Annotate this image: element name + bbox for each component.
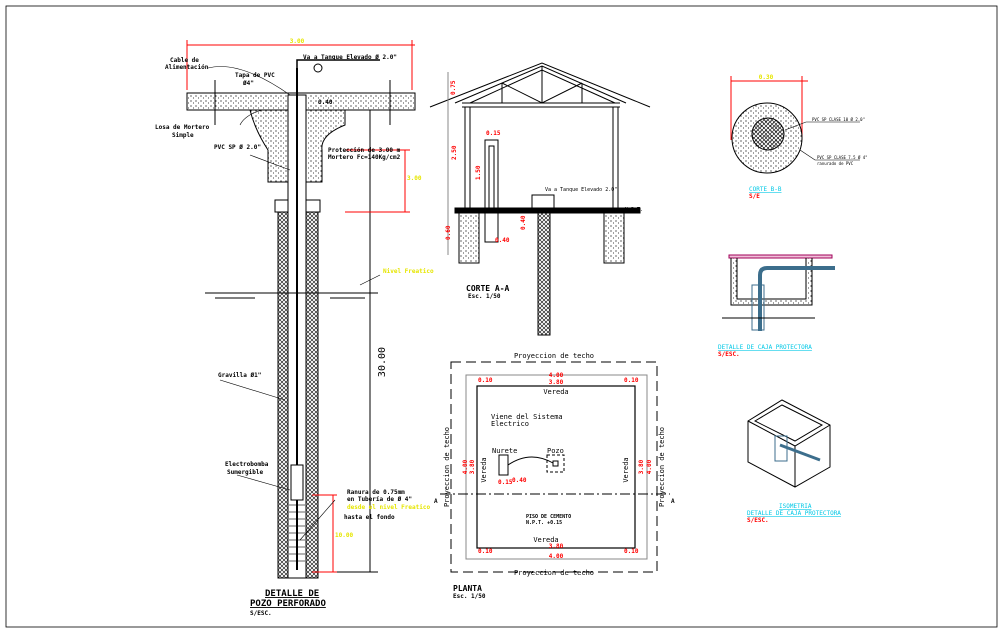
sidewalk-top: Vereda	[543, 388, 568, 396]
label-water-table: Nivel Freatico	[383, 268, 434, 275]
well-title-1: DETALLE DE	[265, 589, 319, 599]
dim-small: 0.15	[498, 479, 513, 486]
label-bb-3: ranurado de PVC	[817, 161, 854, 166]
roof-projection-right: Proyeccion de techo	[658, 427, 666, 507]
label-protection-2: Mortero Fc=140Kg/cm2	[328, 154, 401, 161]
dim-panel: 0.15	[486, 130, 501, 137]
section-bb-title: CORTE B-B	[749, 186, 782, 193]
label-slab-2: Simple	[172, 132, 194, 139]
dim-box-w: 0.40	[495, 237, 510, 244]
plan-scale: Esc. 1/50	[453, 593, 486, 600]
label-slot-1: Ranura de 0.75mm	[347, 489, 405, 496]
dim-inner-bottom: 3.80	[549, 543, 564, 550]
section-mark-left: A	[434, 498, 438, 505]
dim-roof: 0.75	[450, 80, 457, 95]
dim-slab: 0.40	[318, 99, 333, 106]
label-cable-1: Cable de	[170, 57, 199, 64]
box-scale: S/ESC.	[718, 351, 740, 358]
label-cable-2: Alimentación	[165, 64, 209, 71]
dim-slot: 10.00	[335, 532, 353, 539]
label-bb-2: PVC SP CLASE 7.5 Ø 4"	[817, 155, 868, 160]
label-protection-1: Protección de 3.00 m	[328, 147, 401, 154]
well-detail	[186, 40, 416, 579]
dim-protection: 3.00	[407, 175, 422, 182]
dim-margin-bl: 0.10	[478, 548, 493, 555]
submersible-pump	[290, 464, 304, 501]
plan-title: PLANTA	[453, 584, 482, 593]
dim-top: 3.00	[290, 38, 305, 45]
label-slot-4: hasta el fondo	[344, 514, 395, 521]
protective-box-detail	[722, 254, 835, 331]
dim-margin-tr: 0.10	[624, 377, 639, 384]
label-pump-2: Sumergible	[227, 469, 264, 476]
section-bb	[730, 76, 860, 174]
label-floor-1: PISO DE CEMENTO	[526, 514, 571, 520]
sheet-border	[5, 5, 998, 628]
sidewalk-right: Vereda	[622, 457, 630, 482]
dim-depth: 30.00	[377, 347, 388, 377]
label-wall: Nurete	[492, 447, 517, 455]
section-aa	[429, 62, 651, 336]
iso-scale: S/ESC.	[747, 517, 769, 524]
label-to-tank-aa: Va a Tanque Elevado 2.0"	[545, 187, 617, 193]
label-from-electrical-2: Electrico	[491, 420, 529, 428]
roof-projection-left: Proyeccion de techo	[443, 427, 451, 507]
label-to-tank: Va a Tanque Elevado Ø 2.0"	[303, 54, 397, 61]
dim-margin-tl: 0.10	[478, 377, 493, 384]
label-cap-1: Tapa de PVC	[235, 72, 275, 79]
plan	[440, 361, 670, 573]
section-bb-scale: S/E	[749, 193, 760, 200]
well-title-2: POZO PERFORADO	[250, 599, 326, 609]
label-cap-2: Ø4"	[242, 80, 254, 87]
label-slot-3: desde el nivel Freatico	[347, 504, 430, 511]
label-floor-2: N.P.T. +0.15	[526, 520, 562, 526]
dim-box-plan: 0.40	[512, 477, 527, 484]
dim-margin-br: 0.10	[624, 548, 639, 555]
dim-outer-right: 4.00	[646, 459, 653, 474]
dim-inner-right: 3.80	[638, 459, 645, 474]
label-pump-1: Electrobomba	[225, 461, 269, 468]
well-scale: S/ESC.	[250, 610, 272, 617]
dim-outer-bottom: 4.00	[549, 553, 564, 560]
label-gravel: Gravilla Ø1"	[218, 372, 261, 379]
isometric-detail	[747, 399, 831, 488]
dim-inner-top: 3.80	[549, 379, 564, 386]
box-title: DETALLE DE CAJA PROTECTORA	[718, 344, 812, 351]
iso-title-2: DETALLE DE CAJA PROTECTORA	[747, 510, 841, 517]
label-slot-2: en Tubería de Ø 4"	[347, 496, 412, 503]
roof-projection-bottom: Proyeccion de techo	[514, 569, 594, 577]
label-pvc: PVC SP Ø 2.0"	[214, 144, 261, 151]
label-npt: N.P.T.	[625, 207, 643, 213]
dim-box-h: 0.40	[520, 215, 527, 230]
label-from-electrical-1: Viene del Sistema	[491, 413, 563, 421]
iso-title-1: ISOMETRIA	[779, 503, 812, 510]
dim-outer-top: 4.00	[549, 372, 564, 379]
sidewalk-bottom: Vereda	[533, 536, 558, 544]
roof-projection-top: Proyeccion de techo	[514, 352, 594, 360]
dim-footing: 0.60	[445, 225, 452, 240]
section-aa-title: CORTE A-A	[466, 284, 510, 293]
dim-inner-left: 3.80	[469, 459, 476, 474]
dim-bb: 0.30	[759, 74, 774, 81]
dim-outer-left: 4.00	[462, 459, 469, 474]
label-well: Pozo	[547, 447, 564, 455]
label-slab-1: Losa de Mortero	[155, 124, 210, 131]
label-bb-1: PVC SP CLASE 10 Ø 2.0"	[812, 117, 865, 122]
section-aa-scale: Esc. 1/50	[468, 293, 501, 300]
sidewalk-left: Vereda	[480, 457, 488, 482]
section-mark-right: A	[671, 498, 675, 505]
dim-panel-h: 1.50	[475, 165, 482, 180]
dim-wall: 2.50	[451, 145, 458, 160]
